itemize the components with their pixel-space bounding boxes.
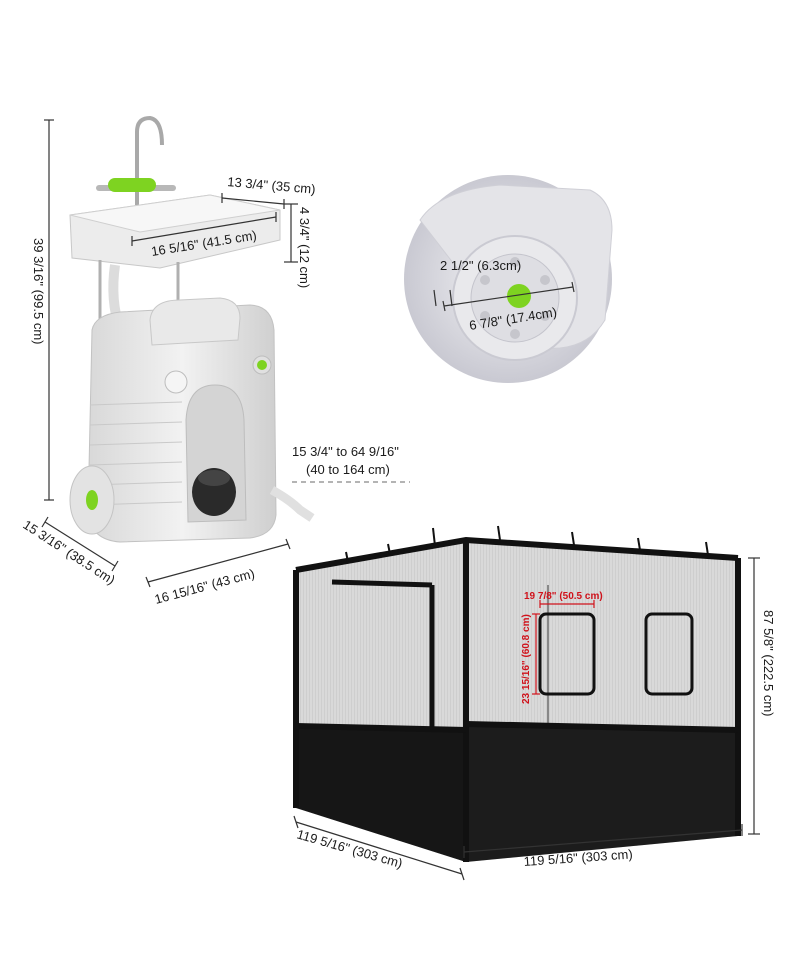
hose-length-label-2: (40 to 164 cm): [306, 462, 390, 477]
window-height-label: 23 15/16" (60.8 cm): [521, 614, 532, 704]
basin-depth-label: 13 3/4" (35 cm): [227, 174, 316, 197]
tent-skirt-right: [466, 724, 738, 862]
wheel-width-label: 2 1/2" (6.3cm): [440, 258, 521, 273]
drain-hose: [269, 486, 315, 522]
tent-window-right: [644, 612, 694, 696]
tent-window-left: [538, 612, 596, 696]
total-height-label: 39 3/16" (99.5 cm): [31, 238, 46, 345]
faucet: [135, 115, 164, 205]
tank-cap-left: [164, 370, 188, 394]
sink-dimension-lines: [41, 119, 410, 588]
tent-frame: [293, 536, 741, 862]
tent-skirt-left: [296, 726, 466, 862]
window-width-label: 19 7/8" (50.5 cm): [524, 591, 603, 602]
hose-length-label-1: 15 3/4" to 64 9/16": [292, 444, 399, 459]
tent-dimension-lines: [293, 557, 760, 881]
base-width-label: 16 15/16" (43 cm): [153, 566, 256, 607]
basin-height-label: 4 3/4" (12 cm): [297, 207, 312, 288]
wheel-zoom-detail: [404, 175, 613, 383]
tent-illustration: [293, 525, 741, 862]
wheel-hub-icon: [507, 284, 531, 308]
sink-illustration: [69, 115, 315, 543]
green-grip: [108, 178, 156, 192]
tent-height-label: 87 5/8" (222.5 cm): [761, 610, 776, 717]
